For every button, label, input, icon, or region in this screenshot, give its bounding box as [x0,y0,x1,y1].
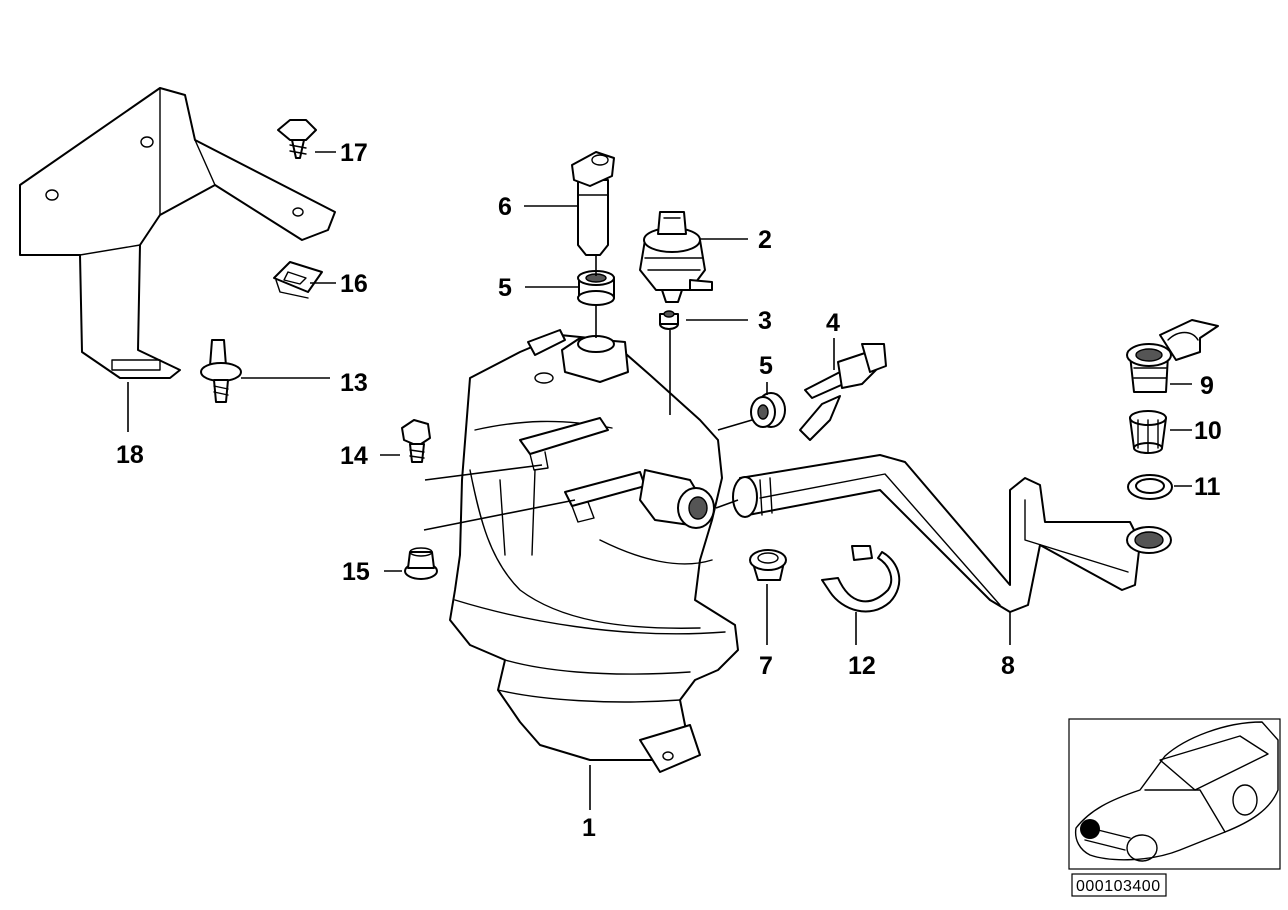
leader-lines [127,151,1192,810]
hose-clamp-part-12[interactable] [821,545,901,613]
callout-1: 1 [582,814,596,842]
callout-16: 16 [340,270,368,298]
callout-2: 2 [758,226,772,254]
grommet-part-5-upper[interactable] [577,270,615,306]
callout-9: 9 [1200,372,1214,400]
level-switch-part-4[interactable] [799,343,887,441]
callout-11: 11 [1194,473,1221,501]
callout-labels: 17 16 13 18 14 15 6 5 2 3 4 5 9 10 11 7 … [116,139,1222,842]
seal-ring-part-11[interactable] [1127,474,1173,500]
reservoir-part-1[interactable] [449,329,739,773]
washer-pump-part-2[interactable] [639,211,713,303]
bracket-part-18[interactable] [19,87,336,379]
clip-nut-part-16[interactable] [273,261,323,299]
callout-5-right: 5 [759,352,773,380]
grommet-part-5-right[interactable] [750,392,786,428]
grommet-plug-part-7[interactable] [749,549,787,581]
nut-part-15[interactable] [404,547,438,580]
stud-part-13[interactable] [200,339,242,403]
callout-10: 10 [1194,417,1222,445]
reference-number: 000103400 [1076,878,1161,895]
locator-marker [1080,819,1100,839]
level-sensor-part-6[interactable] [571,151,615,256]
callout-18: 18 [116,441,144,469]
callout-15: 15 [342,558,370,586]
callout-4: 4 [826,309,840,337]
vehicle-locator-thumbnail[interactable] [1068,718,1281,870]
callout-12: 12 [848,652,876,680]
reference-number-box: 000103400 [1071,873,1167,897]
callout-6: 6 [498,193,512,221]
callout-5-upper: 5 [498,274,512,302]
screw-part-17[interactable] [277,119,317,159]
callout-8: 8 [1001,652,1015,680]
strainer-part-10[interactable] [1129,410,1167,454]
callout-3: 3 [758,307,772,335]
bolt-part-14[interactable] [401,419,431,463]
filler-pipe-part-8[interactable] [732,454,1172,613]
callout-13: 13 [340,369,368,397]
callout-7: 7 [759,652,773,680]
callout-14: 14 [340,442,368,470]
filler-neck-part-9[interactable] [1126,319,1219,393]
callout-17: 17 [340,139,368,167]
grommet-part-3[interactable] [659,310,679,330]
